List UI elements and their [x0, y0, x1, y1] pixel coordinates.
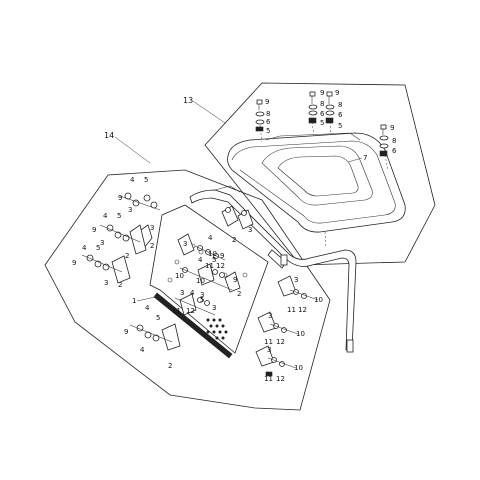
svg-text:12: 12 [298, 306, 307, 314]
svg-text:3: 3 [183, 240, 187, 248]
svg-text:4: 4 [208, 234, 213, 242]
svg-text:9: 9 [390, 124, 394, 132]
svg-text:10: 10 [208, 250, 217, 258]
svg-text:6: 6 [392, 147, 397, 155]
panel-group-boundary [44, 169, 331, 411]
roof-alignment-lines [259, 121, 389, 249]
left-hinge-bracket-3 [81, 254, 131, 284]
svg-text:12: 12 [186, 307, 195, 315]
svg-text:2: 2 [118, 281, 122, 289]
right-hinge-bracket-middle [257, 311, 299, 335]
callout-14: 14 [104, 131, 114, 140]
svg-text:3: 3 [248, 226, 252, 234]
svg-text:9: 9 [124, 328, 128, 336]
svg-text:3: 3 [104, 279, 108, 287]
svg-text:6: 6 [266, 118, 271, 126]
svg-text:12: 12 [276, 375, 285, 383]
svg-text:3: 3 [200, 291, 204, 299]
panel-hinge-bracket-middle [177, 233, 226, 261]
svg-text:9: 9 [118, 194, 122, 202]
callout-13: 13 [183, 96, 193, 105]
svg-text:4: 4 [198, 256, 203, 264]
callout-7: 7 [363, 154, 367, 162]
panel-hinge-bracket-lower [179, 263, 241, 293]
svg-text:12: 12 [276, 338, 285, 346]
right-hinge-bracket-lower [255, 345, 297, 377]
svg-text:5: 5 [212, 256, 216, 264]
panel-hinge-bracket-upper [221, 205, 254, 230]
svg-text:9: 9 [233, 276, 237, 284]
svg-text:3: 3 [128, 206, 132, 214]
svg-text:11: 11 [264, 338, 273, 346]
svg-text:5: 5 [156, 314, 160, 322]
svg-text:2: 2 [125, 252, 129, 260]
svg-text:4: 4 [103, 212, 108, 220]
roof-panel [227, 132, 406, 233]
svg-text:10: 10 [175, 272, 184, 280]
roof-fastener-stack-center [308, 91, 335, 124]
svg-text:10: 10 [314, 296, 323, 304]
svg-text:6: 6 [320, 110, 325, 118]
svg-text:3: 3 [150, 224, 154, 232]
svg-text:8: 8 [266, 110, 270, 118]
callout-1: 1 [132, 297, 136, 305]
svg-text:5: 5 [200, 296, 204, 304]
svg-text:5: 5 [117, 212, 121, 220]
svg-text:11: 11 [205, 262, 214, 270]
svg-text:2: 2 [232, 236, 236, 244]
roof-fastener-stack-left [255, 99, 265, 132]
svg-text:11: 11 [287, 306, 296, 314]
svg-text:5: 5 [266, 127, 270, 135]
svg-text:3: 3 [294, 276, 298, 284]
left-hinge-bracket-2 [99, 224, 147, 255]
svg-text:10: 10 [294, 364, 303, 372]
svg-text:3: 3 [180, 289, 184, 297]
svg-text:3: 3 [100, 239, 104, 247]
right-hinge-bracket-upper [277, 275, 319, 301]
svg-text:10: 10 [296, 330, 305, 338]
svg-text:4: 4 [130, 176, 135, 184]
svg-text:10: 10 [196, 277, 205, 285]
svg-text:3: 3 [268, 312, 272, 320]
svg-text:8: 8 [320, 100, 324, 108]
svg-text:2: 2 [168, 362, 172, 370]
svg-text:11: 11 [264, 375, 273, 383]
svg-text:5: 5 [96, 244, 100, 252]
svg-text:11: 11 [172, 307, 181, 315]
svg-text:5: 5 [320, 119, 324, 127]
svg-text:3: 3 [267, 346, 271, 354]
panel-hinge-bracket-bottom [174, 293, 216, 316]
svg-text:8: 8 [392, 137, 396, 145]
svg-text:5: 5 [144, 176, 148, 184]
roll-bar-frame [189, 185, 357, 353]
svg-text:9: 9 [92, 226, 96, 234]
svg-text:9: 9 [335, 89, 339, 97]
svg-text:9: 9 [220, 252, 224, 260]
roof-fastener-stack-right [379, 124, 389, 157]
svg-text:9: 9 [72, 259, 76, 267]
svg-text:6: 6 [338, 111, 343, 119]
svg-text:3: 3 [212, 304, 216, 312]
svg-text:12: 12 [216, 262, 225, 270]
svg-text:9: 9 [265, 98, 269, 106]
svg-text:2: 2 [150, 242, 154, 250]
svg-text:8: 8 [338, 101, 342, 109]
svg-text:9: 9 [320, 89, 324, 97]
svg-text:2: 2 [237, 290, 241, 298]
svg-text:4: 4 [82, 244, 87, 252]
svg-text:4: 4 [190, 289, 195, 297]
svg-text:4: 4 [140, 346, 145, 354]
svg-text:4: 4 [145, 304, 150, 312]
left-hinge-bracket-4 [129, 323, 181, 351]
svg-text:5: 5 [338, 122, 342, 130]
